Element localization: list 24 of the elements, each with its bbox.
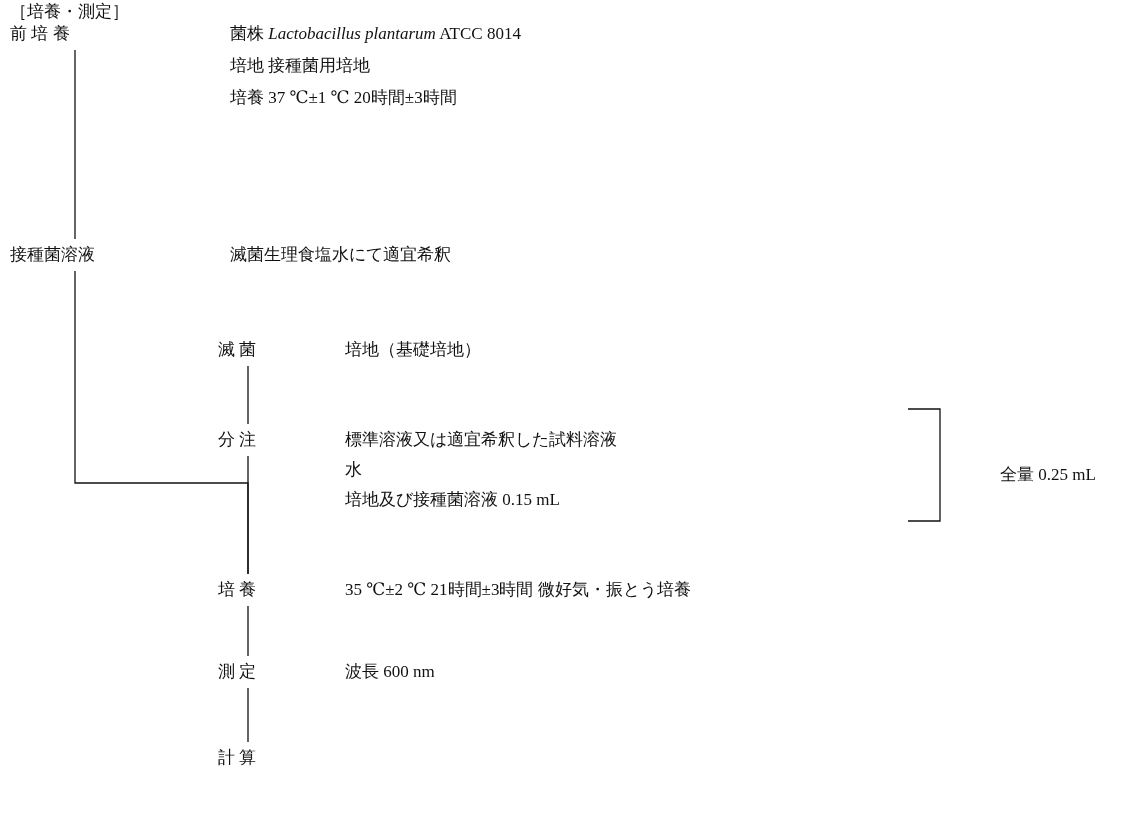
step-label: 前 培 養 <box>10 24 70 44</box>
condition-text: 35 ℃±2 ℃ 21時間±3時間 微好気・振とう培養 <box>345 580 691 600</box>
step-label: 接種菌溶液 <box>10 245 95 265</box>
step-label: 培 養 <box>218 580 257 600</box>
connector-line <box>247 605 249 657</box>
condition-text: 培地（基礎培地） <box>345 340 481 360</box>
condition-text: 菌株 Lactobacillus plantarum ATCC 8014 <box>230 24 521 44</box>
step-label: 計 算 <box>218 748 257 768</box>
step-label: 測 定 <box>218 662 257 682</box>
condition-text: 波長 600 nm <box>345 662 435 682</box>
connector-line <box>247 365 249 425</box>
condition-text: 培養 37 ℃±1 ℃ 20時間±3時間 <box>230 88 457 108</box>
total-volume-note: 全量 0.25 mL <box>1000 465 1096 485</box>
connector-line <box>74 49 76 240</box>
condition-text: 標準溶液又は適宜希釈した試料溶液 <box>345 430 617 450</box>
step-label: 滅 菌 <box>218 340 257 360</box>
condition-text: 水 <box>345 460 362 480</box>
section-title: ［培養・測定］ <box>10 2 129 22</box>
condition-text: 滅菌生理食塩水にて適宜希釈 <box>230 245 451 265</box>
connector-line <box>247 455 249 575</box>
condition-text: 培地 接種菌用培地 <box>230 56 371 76</box>
step-label: 分 注 <box>218 430 257 450</box>
condition-text: 培地及び接種菌溶液 0.15 mL <box>345 490 560 510</box>
connector-line <box>247 687 249 743</box>
